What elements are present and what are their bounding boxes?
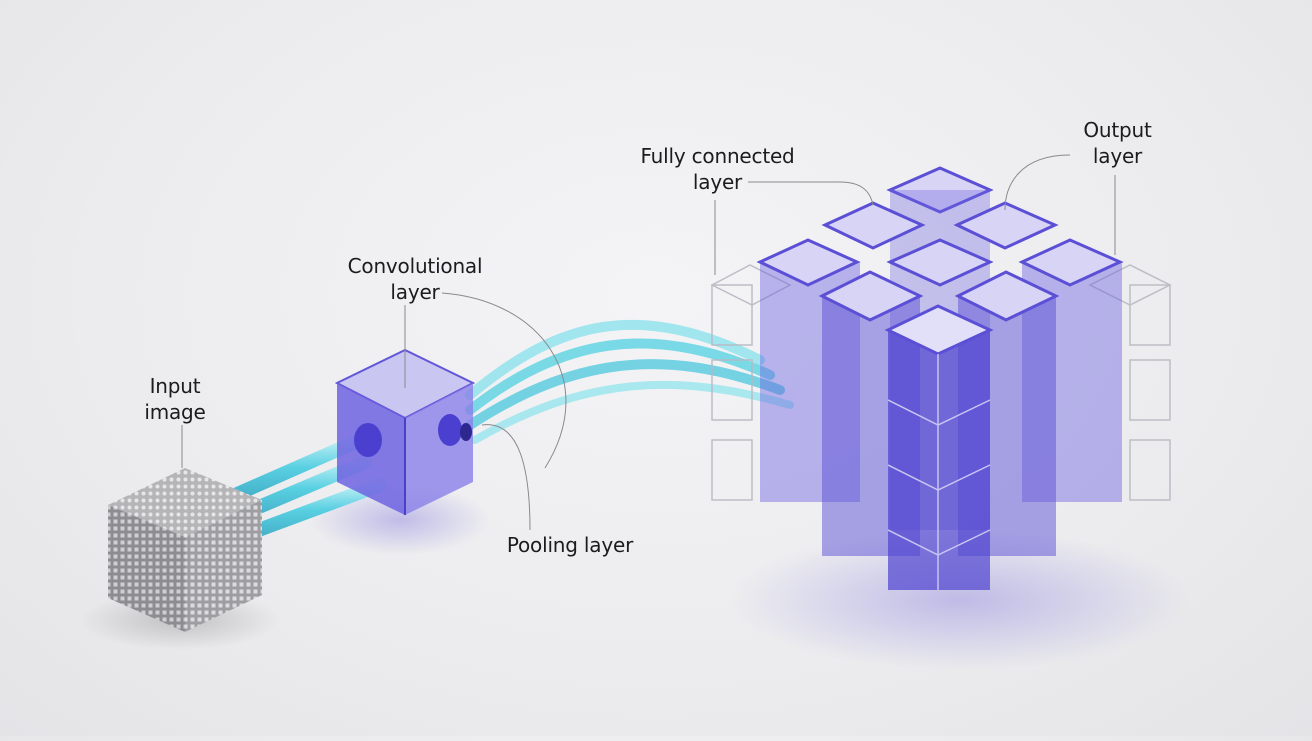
label-input-image: Input image — [130, 373, 220, 425]
conv-shadow — [310, 485, 490, 555]
output-glass-cubes — [710, 264, 1172, 501]
label-conv-line2: layer — [390, 280, 440, 304]
label-convolutional-layer: Convolutional layer — [330, 253, 500, 305]
label-input-line1: Input — [149, 374, 201, 398]
label-fully-connected-layer: Fully connected layer — [625, 143, 810, 195]
pooling-connector — [438, 414, 462, 446]
label-fc-line1: Fully connected — [640, 144, 795, 168]
label-input-line2: image — [144, 400, 206, 424]
label-output-line1: Output — [1083, 118, 1152, 142]
fully-connected-cube-grid — [710, 166, 1172, 590]
conv-inlet-connector — [354, 423, 382, 457]
leader-lines — [181, 154, 1116, 531]
label-pooling-layer: Pooling layer — [490, 532, 650, 558]
label-output-layer: Output layer — [1070, 117, 1165, 169]
fc-shadow — [730, 530, 1190, 670]
label-output-line2: layer — [1092, 144, 1143, 168]
tubes-conv-to-fc — [465, 319, 794, 444]
input-image-cube — [108, 468, 262, 632]
label-fc-line2: layer — [692, 170, 743, 194]
label-pooling-line1: Pooling layer — [506, 533, 634, 557]
label-conv-line1: Convolutional — [347, 254, 483, 278]
